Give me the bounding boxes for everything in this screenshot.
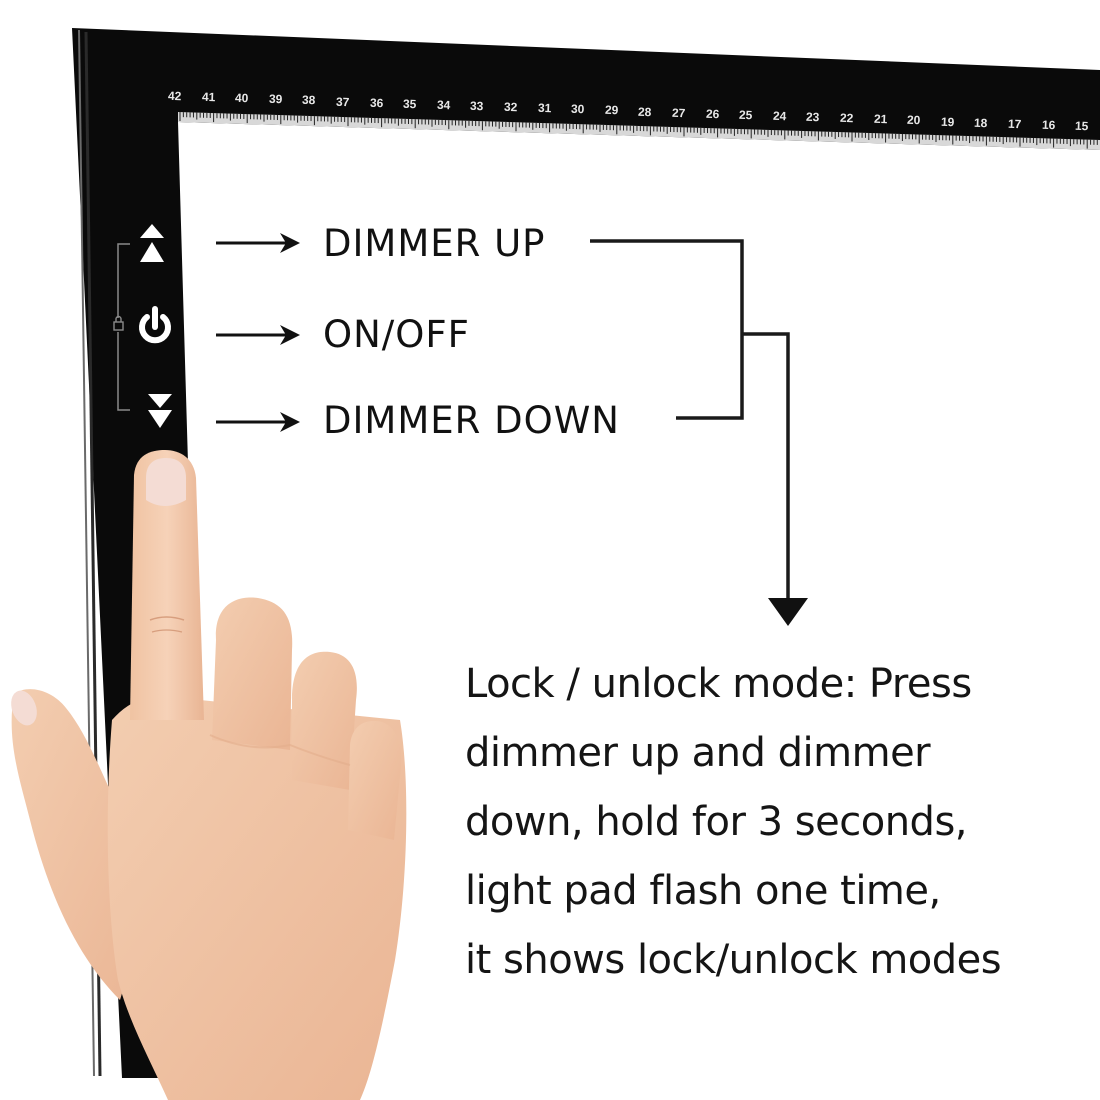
ruler-number: 25: [738, 107, 753, 123]
ruler-number: 22: [839, 110, 854, 126]
ruler-number: 41: [201, 89, 216, 105]
ruler-number: 40: [234, 90, 249, 106]
ruler-number: 42: [167, 88, 182, 104]
description-line: it shows lock/unlock modes: [465, 937, 1002, 983]
ruler-number: 31: [537, 100, 552, 116]
ruler-number: 15: [1074, 118, 1089, 134]
description-line: Lock / unlock mode: Press: [465, 661, 972, 707]
label-on-off: ON/OFF: [323, 313, 470, 356]
ruler-number: 30: [570, 102, 585, 117]
ruler-number: 29: [604, 103, 619, 118]
description-line: light pad flash one time,: [465, 868, 941, 914]
ruler-tick-marks: [179, 112, 1098, 149]
ruler-number: 39: [268, 92, 283, 107]
down-arrow-icon: [768, 598, 808, 626]
ruler-number: 32: [503, 99, 518, 115]
ruler-number: 18: [974, 115, 988, 130]
ruler-number: 20: [906, 113, 921, 128]
lock-icon: [113, 315, 124, 331]
ruler-number: 17: [1007, 116, 1022, 131]
lock-unlock-description: Lock / unlock mode: Press dimmer up and …: [465, 650, 1085, 995]
label-dimmer-up: DIMMER UP: [323, 222, 546, 265]
ruler-number: 35: [402, 96, 417, 111]
ruler-number: 34: [436, 97, 451, 113]
ruler-number: 37: [335, 94, 350, 109]
dimmer-down-button-icon[interactable]: [148, 394, 172, 428]
ruler-number: 23: [806, 109, 820, 125]
ruler-number: 38: [302, 93, 316, 108]
ruler-number: 19: [940, 114, 955, 129]
hand-illustration: [11, 450, 407, 1100]
ruler-number: 26: [705, 106, 720, 121]
ruler-number: 28: [638, 104, 652, 119]
ruler-number: 24: [772, 108, 787, 124]
description-line: down, hold for 3 seconds,: [465, 799, 968, 845]
ruler-number: 36: [369, 95, 384, 110]
ruler-number: 33: [470, 98, 484, 114]
label-dimmer-down: DIMMER DOWN: [323, 399, 620, 442]
power-icon[interactable]: [139, 306, 171, 344]
lock-bracket: [117, 243, 130, 411]
ruler-number: 21: [873, 112, 888, 127]
callout-arrows: [216, 233, 300, 432]
dimmer-up-button-icon[interactable]: [140, 224, 164, 262]
description-line: dimmer up and dimmer: [465, 730, 931, 776]
ruler-number: 27: [671, 105, 686, 120]
connector-lines: [590, 239, 790, 598]
ruler-number: 16: [1041, 117, 1056, 133]
